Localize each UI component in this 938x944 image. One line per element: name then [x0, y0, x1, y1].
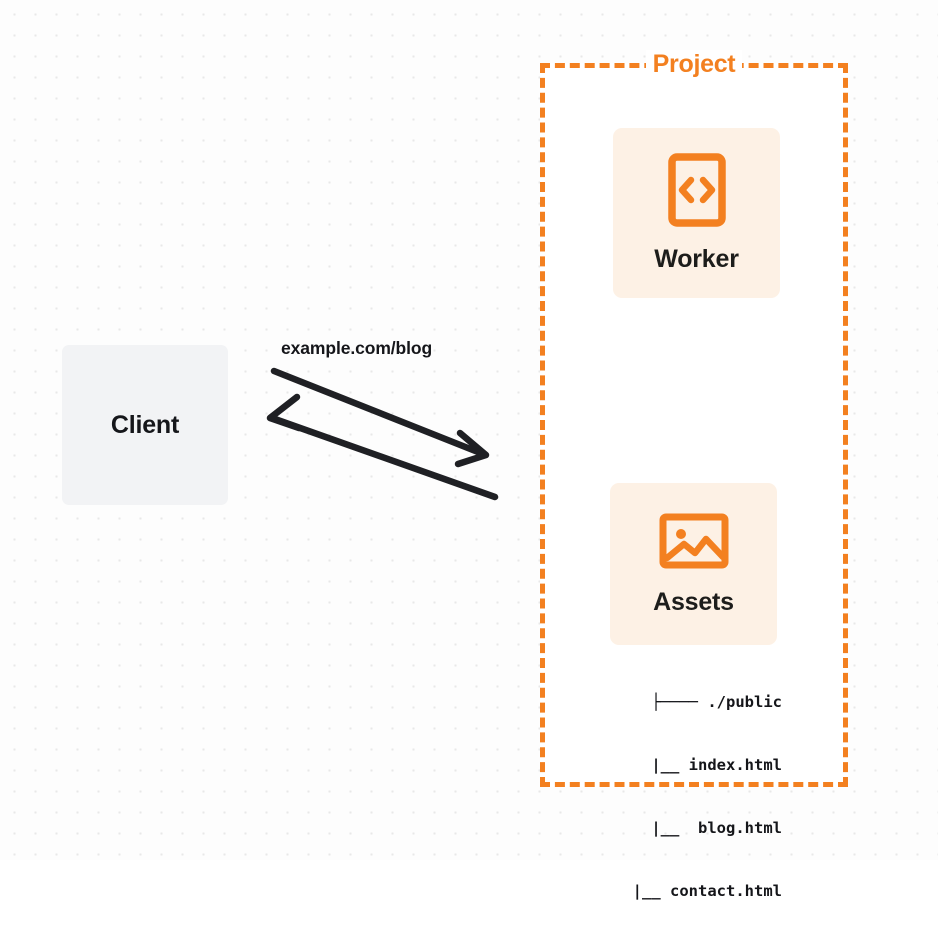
client-node[interactable]: Client [62, 345, 228, 505]
image-icon [659, 513, 728, 568]
file-tree-line: |__ blog.html [614, 819, 782, 837]
request-arrow-icon [270, 367, 490, 468]
file-tree-line: |__ contact.html [595, 882, 782, 900]
code-brackets-icon [667, 152, 726, 227]
diagram-canvas: Client example.com/blog Project Worker [0, 0, 938, 900]
connection-label: example.com/blog [281, 338, 433, 358]
file-tree-line: |__ index.html [614, 756, 782, 774]
connection-arrows [266, 367, 499, 501]
client-label: Client [110, 410, 180, 439]
file-tree: ├──── ./public |__ index.html |__ blog.h… [560, 650, 782, 944]
worker-node[interactable]: Worker [613, 128, 780, 298]
assets-node[interactable]: Assets [610, 483, 777, 645]
worker-label: Worker [654, 244, 739, 273]
file-tree-line: ├──── ./public [651, 693, 782, 711]
assets-label: Assets [653, 587, 734, 616]
response-arrow-icon [266, 393, 499, 501]
